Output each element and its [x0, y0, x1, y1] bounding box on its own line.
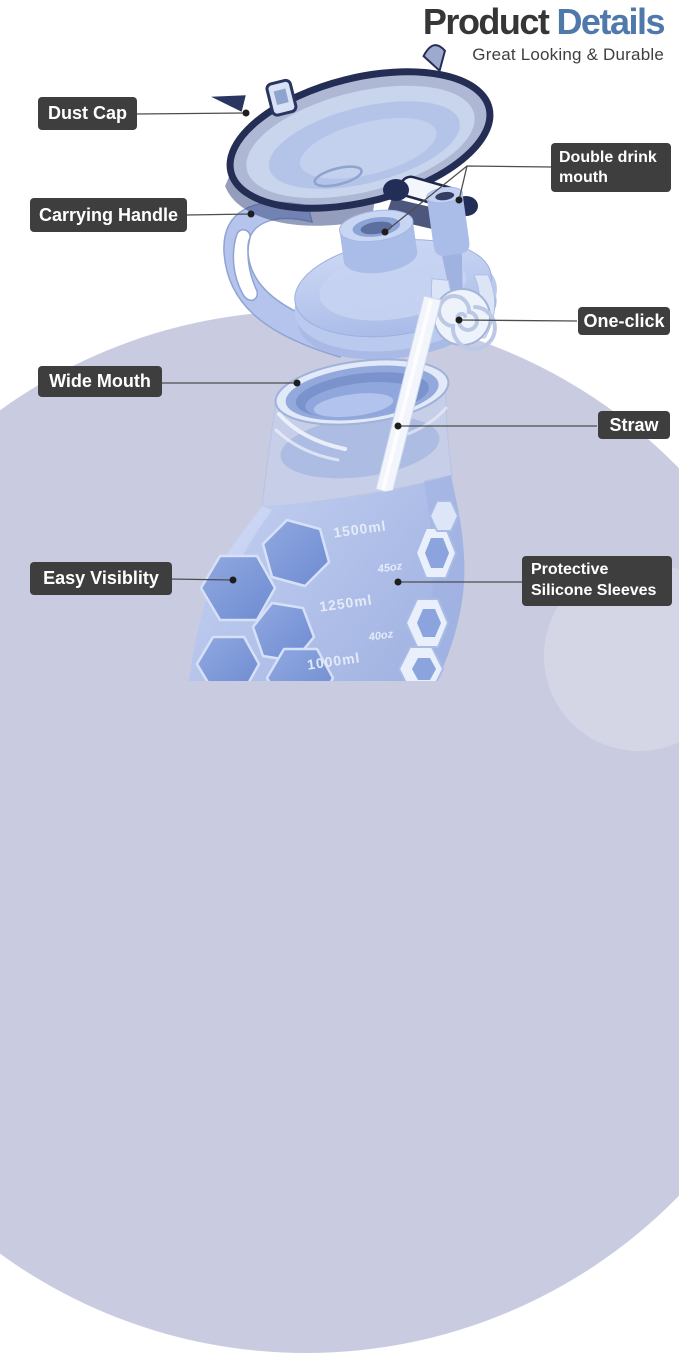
marking-1500ml: 1500ml	[332, 517, 387, 540]
callout-dust-cap: Dust Cap	[38, 97, 137, 130]
leader-line-one-click	[458, 319, 578, 322]
callout-wide-mouth: Wide Mouth	[38, 366, 162, 397]
title-secondary: Details	[556, 1, 665, 42]
leader-dots	[229, 109, 463, 586]
cap-ear	[422, 44, 447, 73]
leader-line-dust-cap	[136, 112, 247, 115]
hex-bevels	[412, 538, 449, 680]
marking-45oz: 45oz	[376, 560, 403, 575]
marking-40oz: 40oz	[367, 628, 394, 643]
dust-cap-shape	[211, 44, 494, 226]
product-photo: 1500ml 45oz 1250ml 40oz 1000ml	[136, 44, 597, 681]
callout-one-click: One-click	[578, 307, 670, 335]
callout-easy-visibility: Easy Visiblity	[30, 562, 172, 595]
sleeve-hex-cutouts	[195, 518, 335, 681]
cap-spike	[211, 95, 246, 112]
marking-1000ml: 1000ml	[306, 649, 361, 672]
callout-straw: Straw	[598, 411, 670, 439]
title-primary: Product	[422, 1, 550, 42]
callout-double-drink-mouth: Double drink mouth	[551, 143, 671, 192]
glass-threads	[274, 406, 448, 462]
leader-lines	[136, 112, 597, 583]
leader-line-carrying-handle	[186, 213, 252, 216]
callout-carrying-handle: Carrying Handle	[30, 198, 187, 232]
leader-line-easy-visibility	[168, 578, 234, 581]
leader-line-double-drink-mouth	[384, 165, 552, 233]
marking-1250ml: 1250ml	[318, 591, 373, 614]
callout-protective-sleeves: Protective Silicone Sleeves	[522, 556, 672, 606]
volume-markings: 1500ml 45oz 1250ml 40oz 1000ml	[306, 517, 403, 672]
page-subtitle: Great Looking & Durable	[472, 44, 664, 64]
drink-spout	[339, 209, 418, 274]
